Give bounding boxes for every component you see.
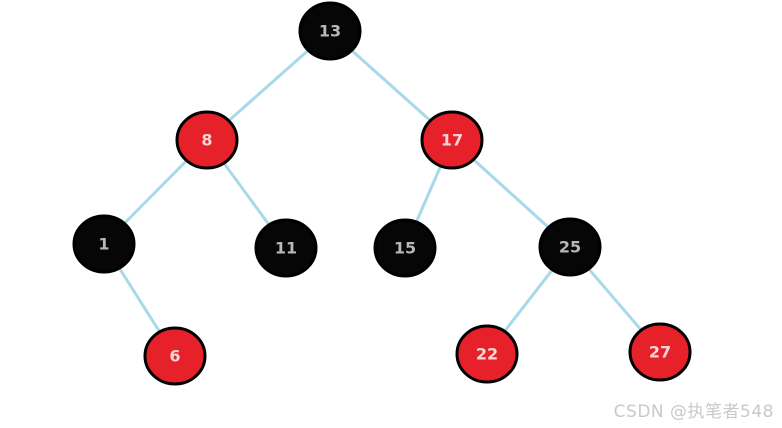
tree-node-25: 25 [538, 217, 602, 277]
tree-node-22: 22 [455, 324, 519, 384]
csdn-watermark: CSDN @执笔者548 [613, 402, 774, 422]
node-circle-11 [254, 218, 318, 278]
node-circle-22 [455, 324, 519, 384]
node-circle-25 [538, 217, 602, 277]
tree-node-1: 1 [72, 214, 136, 274]
tree-node-11: 11 [254, 218, 318, 278]
node-circle-1 [72, 214, 136, 274]
node-circle-17 [420, 110, 484, 170]
node-circle-15 [373, 218, 437, 278]
tree-node-8: 8 [175, 110, 239, 170]
tree-node-27: 27 [628, 322, 692, 382]
tree-node-17: 17 [420, 110, 484, 170]
node-circle-13 [298, 1, 362, 61]
node-circle-8 [175, 110, 239, 170]
node-circle-6 [143, 326, 207, 386]
node-circle-27 [628, 322, 692, 382]
tree-node-13: 13 [298, 1, 362, 61]
tree-node-15: 15 [373, 218, 437, 278]
tree-node-6: 6 [143, 326, 207, 386]
